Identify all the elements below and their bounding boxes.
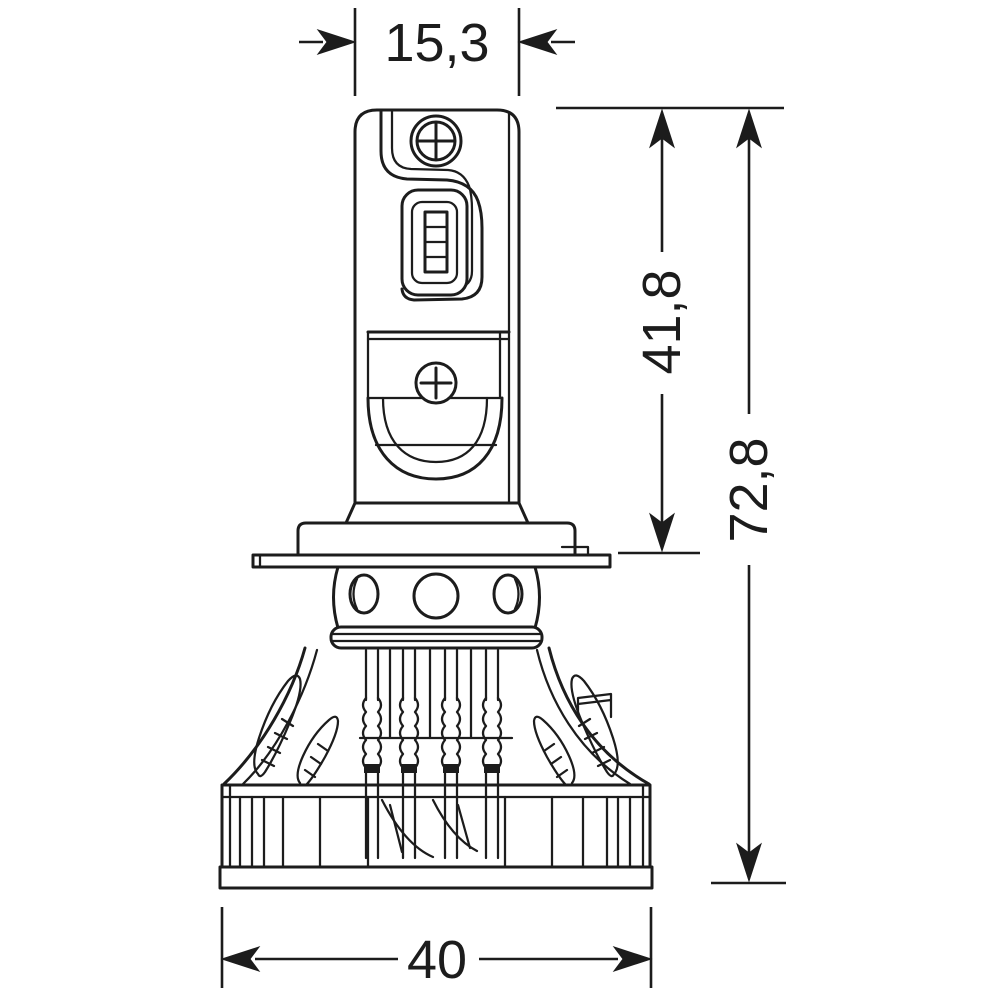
arrowhead-left-icon <box>517 29 558 55</box>
base-heatsink <box>218 783 654 890</box>
dimension-label-upper-height: 41,8 <box>632 269 692 374</box>
mounting-flange <box>251 501 612 569</box>
dimension-label-top-width: 15,3 <box>384 13 489 73</box>
extension-line <box>220 907 653 988</box>
arrowhead-up-icon <box>649 108 675 149</box>
bulb-drawing <box>218 108 654 890</box>
extension-line <box>353 8 521 96</box>
heat-sink-flare <box>222 646 651 788</box>
socket-cylinder <box>329 565 544 650</box>
arrowhead-right-icon <box>612 946 653 972</box>
dimension-top-width: 15,3 <box>299 8 575 96</box>
arrowhead-left-icon <box>220 946 261 972</box>
dimension-label-base-width: 40 <box>407 930 467 990</box>
phillips-screw-middle-icon <box>414 361 458 405</box>
arrowhead-down-icon <box>736 842 762 883</box>
dimension-label-total-height: 72,8 <box>719 437 779 542</box>
arrowhead-right-icon <box>316 29 357 55</box>
dimension-base-width: 40 <box>220 907 653 990</box>
dimension-total-height: 72,8 <box>711 108 786 885</box>
dimension-upper-height: 41,8 <box>618 108 700 555</box>
bulb-mid-body <box>366 330 511 481</box>
phillips-screw-top-icon <box>409 114 463 168</box>
dimension-annotations: 15,3 41,8 72,8 40 <box>220 8 786 990</box>
led-chip-window <box>400 188 469 297</box>
bulb-upper-body <box>353 108 521 505</box>
arrowhead-down-icon <box>649 512 675 553</box>
arrowhead-up-icon <box>736 108 762 149</box>
heat-pipe-strands <box>358 648 514 860</box>
